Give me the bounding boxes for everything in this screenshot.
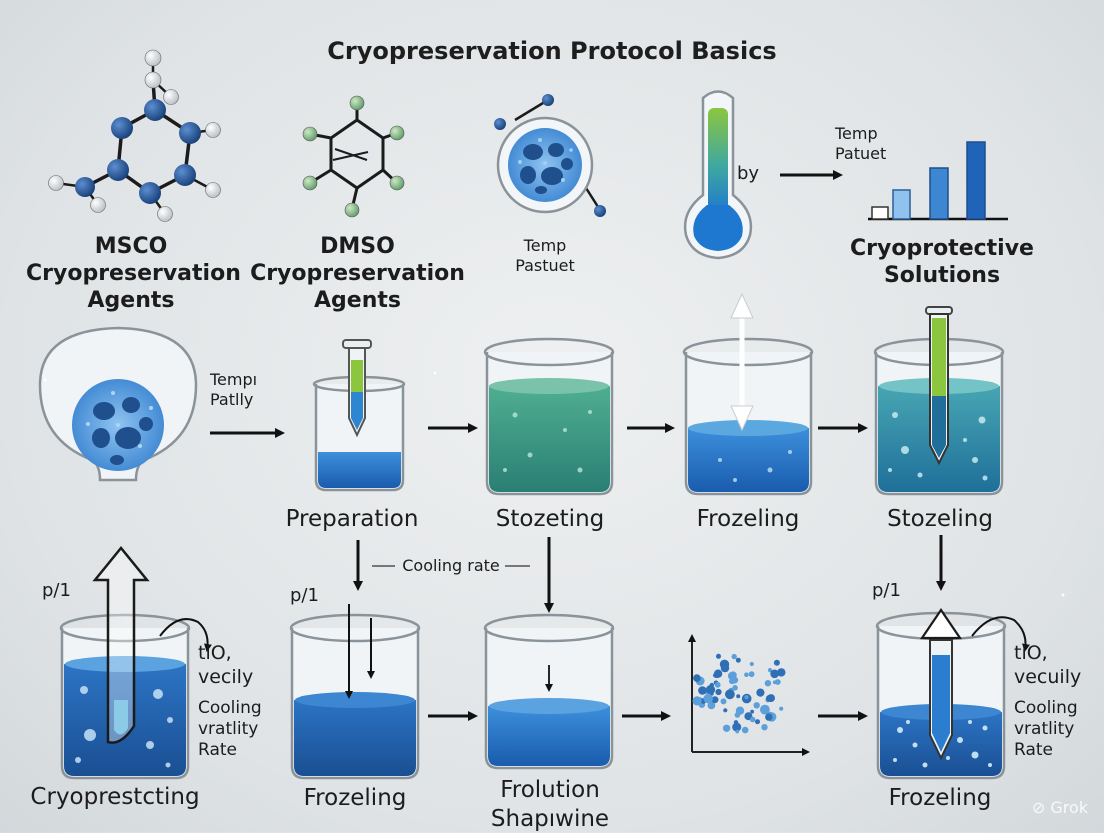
scatter-dot — [698, 686, 707, 695]
watermark: ⊘ Grok — [1031, 798, 1089, 817]
scatter-dot — [693, 674, 701, 682]
frolution-beaker-icon — [483, 613, 615, 770]
scatter-dot — [733, 720, 739, 725]
scatter-dot — [774, 679, 781, 685]
scatter-dot — [779, 706, 784, 711]
scatter-dot — [753, 702, 760, 709]
scatter-dot — [703, 693, 713, 704]
caption-frolution: Frolution — [500, 777, 600, 803]
page-title: Cryopreservation Protocol Basics — [327, 37, 777, 65]
p-label-left: p/1 — [42, 580, 71, 601]
scatter-dot — [761, 724, 768, 731]
scatter-dot — [720, 698, 727, 705]
scatter-dot — [749, 716, 756, 723]
curved-arrow — [159, 618, 212, 652]
scatter-dot — [756, 688, 765, 697]
scatter-dot — [731, 653, 737, 660]
scatter-dot — [741, 726, 749, 734]
frozeling-beaker-icon — [682, 337, 814, 496]
curved-arrow — [971, 616, 1030, 652]
scatter-dot — [764, 680, 772, 687]
step-label-frozeling: Frozeling — [696, 506, 800, 532]
scatter-dot — [714, 681, 721, 688]
scatter-dot — [720, 663, 730, 673]
caption-shapiwine: Shapıwine — [490, 806, 610, 832]
scatter-dot — [744, 695, 749, 700]
scatter-dot — [773, 659, 780, 666]
step-label-preparation: Preparation — [285, 506, 419, 532]
scatter-dot — [711, 696, 719, 704]
scatter-dot — [713, 673, 718, 678]
scatter-dot — [735, 729, 739, 734]
scatter-dot — [736, 694, 741, 699]
scatter-dot — [715, 688, 722, 696]
scatter-dot — [732, 685, 738, 691]
caption-frozeling: Frozeling — [303, 785, 407, 811]
bar-chart-icon — [868, 141, 1008, 221]
preparation-beaker-icon — [312, 339, 406, 492]
cooling-rate-label: Cooling rate — [402, 556, 500, 575]
scatter-dot — [716, 653, 721, 659]
scatter-dot — [725, 689, 735, 700]
scatter-dot — [744, 672, 749, 677]
thermometer-icon — [683, 90, 753, 260]
scatter-dot — [735, 657, 741, 663]
scatter-dot — [765, 713, 773, 721]
cryoprestcting-beaker-icon — [59, 613, 191, 780]
scatter-dot — [748, 671, 755, 678]
thermo-by-label: by — [736, 163, 760, 184]
caption-frozeling-right: Frozeling — [888, 785, 992, 811]
watermark-logo-icon: ⊘ — [1031, 798, 1046, 817]
step-label-stozeting: Stozeting — [495, 506, 605, 532]
stozeting-beaker-icon — [483, 337, 615, 496]
hollow-up-arrow-icon — [92, 546, 150, 744]
frozeling-beaker-icon — [289, 613, 421, 780]
scatter-dot — [732, 722, 742, 732]
notes-left: tiO, vecily Cooling vratlity Rate — [198, 642, 262, 760]
tube-with-arrow-icon — [919, 608, 963, 761]
scatter-dot — [770, 669, 779, 679]
stozeling-beaker-icon — [873, 306, 1005, 496]
scatter-dot — [722, 724, 731, 732]
notes-right: tiO, vecuily Cooling vratlity Rate — [1014, 642, 1082, 760]
msco-molecule-icon — [48, 49, 221, 222]
cell-sphere-icon — [494, 94, 606, 217]
round-flask-icon — [38, 326, 198, 482]
scatter-dot — [727, 671, 736, 680]
step-label-stozeling: Stozeling — [887, 506, 993, 532]
scatter-dot — [755, 719, 760, 725]
sparkle-icon — [43, 371, 1065, 597]
scatter-dot — [707, 701, 716, 710]
scatter-dot — [765, 695, 773, 702]
double-arrow-icon — [730, 292, 754, 432]
scatter-dot — [749, 661, 754, 667]
scatter-dot — [692, 696, 702, 706]
dmso-molecule-icon — [302, 95, 405, 218]
p-label-right: p/1 — [872, 580, 901, 601]
p-label-middle: p/1 — [290, 585, 319, 606]
scatter-plot-icon — [688, 634, 810, 756]
scatter-dot — [705, 685, 716, 695]
scatter-dot — [767, 668, 773, 673]
scatter-dot — [777, 668, 786, 677]
scatter-dot — [723, 708, 728, 713]
scatter-dot — [750, 709, 754, 714]
caption-cryoprestcting: Cryoprestcting — [30, 784, 200, 810]
scatter-dot — [760, 704, 770, 715]
scatter-dot — [734, 712, 741, 718]
